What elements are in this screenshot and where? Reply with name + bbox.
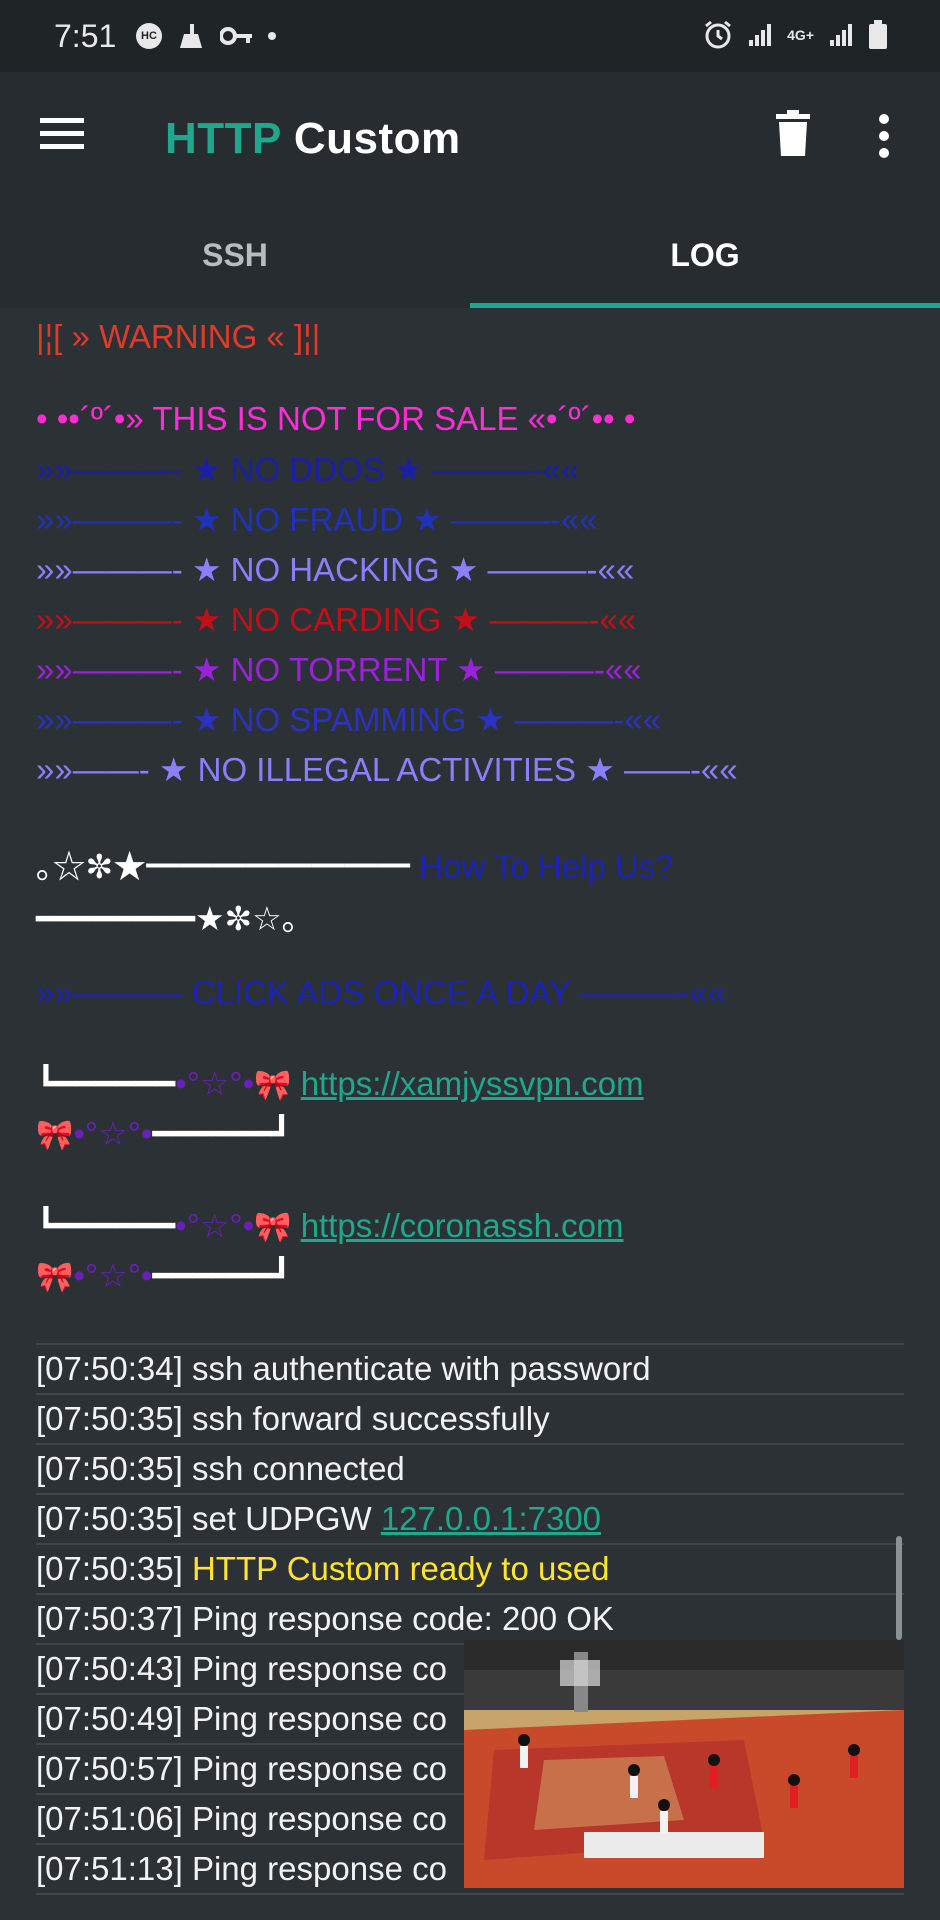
bow-icon: 🎀: [254, 1069, 292, 1102]
key-icon: [220, 27, 252, 45]
signal-icon-2: [830, 24, 852, 46]
status-left-icons: HC: [136, 22, 276, 50]
bow-icon: 🎀: [254, 1211, 292, 1244]
tab-ssh[interactable]: SSH: [202, 236, 268, 273]
rule-no-spamming: »»———- ★ NO SPAMMING ★ ———-««: [36, 701, 662, 738]
help-prefix: ｡☆✼★━━━━━━━━: [36, 848, 411, 885]
log-entry: [07:50:35] ssh connected: [36, 1445, 904, 1495]
link-deco: •°☆°•: [73, 1115, 153, 1152]
app-title-accent: HTTP: [165, 114, 282, 163]
ready-message: HTTP Custom ready to used: [191, 1550, 610, 1587]
tab-log[interactable]: LOG: [470, 202, 940, 308]
link-line-1-suffix: 🎀•°☆°•━━━━━━┛: [36, 1114, 292, 1153]
rule-no-carding: »»———- ★ NO CARDING ★ ———-««: [36, 601, 637, 638]
log-entry: [07:50:35] HTTP Custom ready to used: [36, 1545, 904, 1595]
link-line-1: ┗━━━━━━•°☆°•🎀 https://xamjyssvpn.com: [36, 1064, 644, 1103]
log-entry: [07:50:34] ssh authenticate with passwor…: [36, 1345, 904, 1395]
help-line-1: ｡☆✼★━━━━━━━━ How To Help Us?: [36, 840, 674, 888]
tab-bar: SSH LOG: [0, 202, 940, 308]
log-entry: [07:50:35] set UDPGW 127.0.0.1:7300: [36, 1495, 904, 1545]
log-entry: [07:50:35] ssh forward successfully: [36, 1395, 904, 1445]
cleaning-icon: [180, 24, 202, 48]
app-bar: HTTP Custom: [0, 72, 940, 202]
basketball-video-frame: [464, 1640, 904, 1888]
link-deco: •°☆°•: [73, 1257, 153, 1294]
notification-dot: [268, 32, 276, 40]
help-suffix: ━━━━━━━━★✼☆｡: [36, 900, 299, 937]
log-entry: [07:51:13] Ping response co: [36, 1845, 904, 1895]
link-suffix: ━━━━━━┛: [152, 1257, 292, 1294]
link-deco: •°☆°•: [175, 1207, 255, 1244]
4g-icon: 4G+: [787, 27, 814, 43]
rule-no-hacking: »»———- ★ NO HACKING ★ ———-««: [36, 551, 635, 588]
link-suffix: ━━━━━━┛: [152, 1115, 292, 1152]
link-coronassh[interactable]: https://coronassh.com: [300, 1207, 624, 1244]
click-ads-line: »»———- CLICK ADS ONCE A DAY ———-««: [36, 974, 727, 1011]
help-text: How To Help Us?: [410, 848, 674, 885]
more-options-icon[interactable]: [878, 114, 890, 158]
link-deco: •°☆°•: [175, 1065, 255, 1102]
rule-no-illegal: »»——- ★ NO ILLEGAL ACTIVITIES ★ ——-««: [36, 751, 738, 788]
hc-icon: HC: [136, 23, 162, 49]
link-prefix: ┗━━━━━━: [36, 1065, 176, 1102]
bow-icon: 🎀: [36, 1261, 74, 1294]
rule-no-torrent: »»———- ★ NO TORRENT ★ ———-««: [36, 651, 642, 688]
link-xamjyssvpn[interactable]: https://xamjyssvpn.com: [300, 1065, 644, 1102]
battery-icon: [869, 20, 887, 49]
app-title-rest: Custom: [281, 114, 461, 163]
scrollbar[interactable]: [896, 1536, 902, 1640]
menu-icon[interactable]: [40, 116, 84, 152]
link-prefix: ┗━━━━━━: [36, 1207, 176, 1244]
not-for-sale-line: • ••´º´•» THIS IS NOT FOR SALE «•´º´•• •: [36, 400, 636, 437]
rule-no-fraud: »»———- ★ NO FRAUD ★ ———-««: [36, 501, 598, 538]
status-time: 7:51: [54, 18, 117, 54]
warning-banner: |¦[ » WARNING « ]¦|: [36, 318, 321, 355]
status-bar: 7:51 HC 4G+: [0, 0, 940, 72]
status-right-icons: 4G+: [703, 20, 888, 50]
udpgw-link[interactable]: 127.0.0.1:7300: [380, 1500, 602, 1537]
rule-no-ddos: »»———- ★ NO DDOS ★ ———-««: [36, 451, 580, 488]
link-line-2-suffix: 🎀•°☆°•━━━━━━┛: [36, 1256, 292, 1295]
signal-icon: [749, 24, 772, 46]
app-title: HTTP Custom: [165, 114, 461, 164]
alarm-icon: [705, 20, 732, 49]
bow-icon: 🎀: [36, 1119, 74, 1152]
log-entry: [07:50:37] Ping response code: 200 OK: [36, 1595, 904, 1645]
link-line-2: ┗━━━━━━•°☆°•🎀 https://coronassh.com: [36, 1206, 624, 1245]
video-overlay[interactable]: [464, 1640, 904, 1888]
trash-icon[interactable]: [776, 110, 810, 156]
